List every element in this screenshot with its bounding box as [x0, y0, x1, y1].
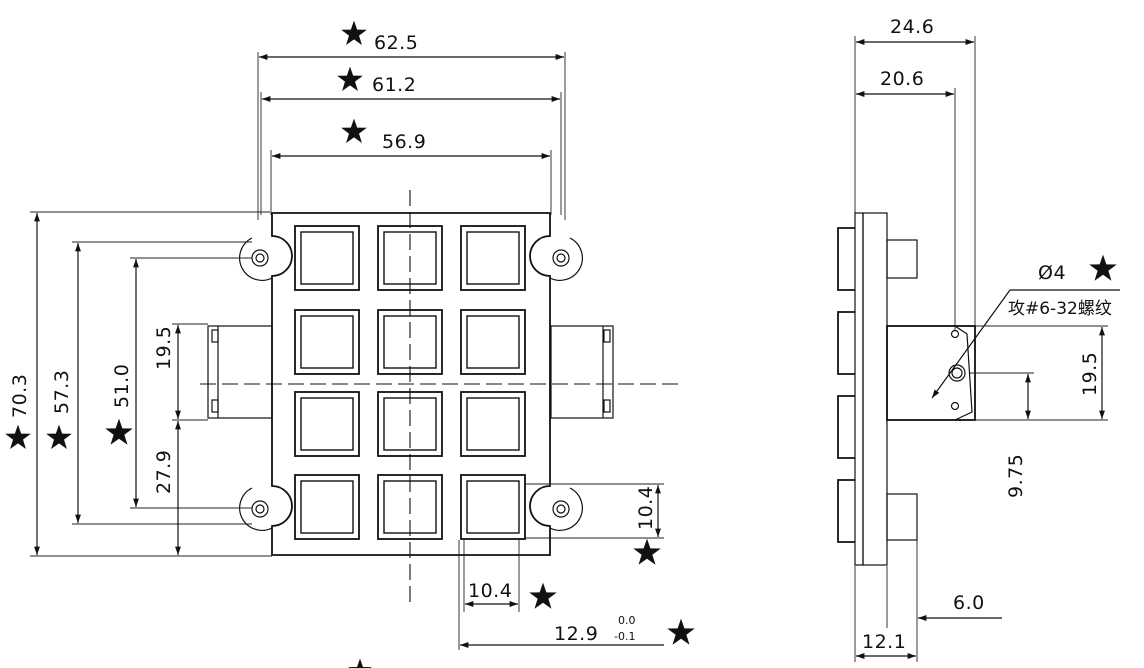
dim-label: 56.9 [382, 131, 426, 153]
thread-note: 攻#6-32螺纹 [1008, 299, 1112, 319]
star-icon [529, 582, 557, 609]
dim-label: 62.5 [374, 32, 418, 54]
dim-label: 10.4 [468, 580, 512, 602]
front-view: 62.5 61.2 56.9 [5, 20, 695, 668]
dim-12-1: 12.1 [854, 566, 916, 662]
dim-6-0: 6.0 [886, 540, 1002, 662]
dim-19-5-front: 19.5 [153, 323, 208, 421]
dim-label: 12.9 [554, 623, 598, 645]
dim-label: 6.0 [953, 592, 985, 614]
dim-pitch: 12.9 0.0 -0.1 [458, 540, 695, 650]
hole-callout: Ø4 攻#6-32螺纹 [931, 254, 1120, 399]
dim-51-0: 51.0 [105, 257, 252, 509]
star-icon [633, 538, 661, 565]
tolerance-lower: -0.1 [614, 630, 635, 643]
tolerance-upper: 0.0 [618, 614, 636, 627]
dim-label: 57.3 [51, 370, 73, 414]
dim-62-5: 62.5 [257, 20, 566, 220]
dim-label: 27.9 [153, 450, 175, 494]
dim-label: 61.2 [372, 74, 416, 96]
star-icon [667, 618, 695, 645]
star-icon [341, 118, 367, 143]
dim-20-6: 20.6 [856, 68, 956, 330]
star-icon [5, 424, 31, 449]
key [294, 309, 360, 375]
dim-label: 24.6 [890, 16, 934, 38]
dim-9-75: 9.75 [970, 372, 1034, 498]
key [460, 391, 526, 457]
dim-57-3: 57.3 [46, 241, 252, 525]
dim-27-9: 27.9 [153, 421, 272, 557]
dim-label: 19.5 [153, 326, 175, 370]
dim-56-9: 56.9 [270, 118, 552, 215]
key-grid [294, 225, 526, 540]
left-tab [207, 325, 273, 419]
right-tab [550, 325, 614, 419]
key [377, 309, 443, 375]
hole-diameter: Ø4 [1038, 262, 1066, 284]
key [294, 225, 360, 291]
star-icon [337, 66, 363, 91]
side-view: 24.6 20.6 [837, 16, 1120, 662]
dim-key-height: 10.4 [525, 483, 664, 565]
dim-label: 12.1 [862, 631, 906, 653]
dim-label: 20.6 [880, 68, 924, 90]
star-icon [1089, 254, 1117, 281]
dim-label: 9.75 [1005, 454, 1027, 498]
key [460, 474, 526, 540]
star-icon [46, 424, 72, 449]
dim-19-5-side: 19.5 [975, 325, 1108, 421]
side-body [837, 212, 976, 566]
keypad-plate [271, 212, 551, 556]
key [294, 474, 360, 540]
dim-label: 19.5 [1079, 352, 1101, 396]
dim-label: 70.3 [9, 374, 31, 418]
dim-24-6: 24.6 [854, 16, 976, 330]
dim-70-3: 70.3 [5, 211, 270, 557]
dim-61-2: 61.2 [260, 66, 562, 215]
star-icon [341, 20, 367, 45]
dim-label: 10.4 [635, 486, 657, 530]
key [294, 391, 360, 457]
key [460, 225, 526, 291]
dim-key-width: 10.4 [463, 540, 557, 612]
key [460, 309, 526, 375]
star-icon [105, 418, 133, 445]
star-icon [348, 658, 372, 668]
dim-label: 51.0 [111, 364, 133, 408]
